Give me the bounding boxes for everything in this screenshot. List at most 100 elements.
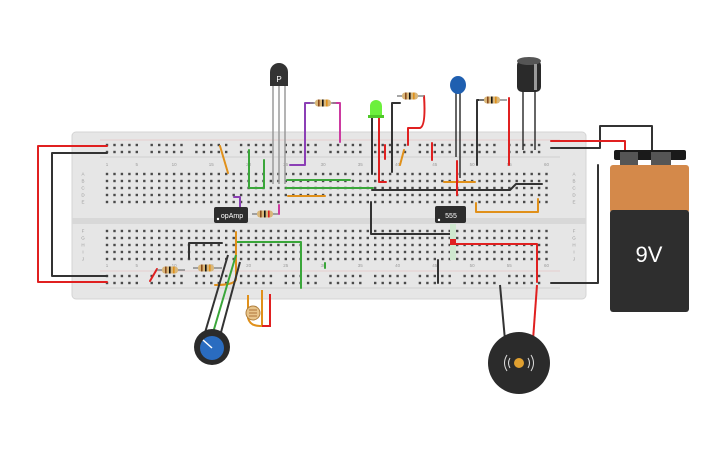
column-number: 5 [136,263,139,268]
wire-left-red[interactable] [37,145,108,283]
timer-pin1-dot [437,218,441,222]
row-letter: I [573,250,574,255]
wire-red-speaker[interactable] [453,243,538,283]
column-number: 1 [106,263,109,268]
row-letter: J [82,257,84,262]
opamp-body [214,207,248,223]
resistor-bottom-2[interactable] [193,264,222,272]
breadboard-holes [100,139,560,289]
wire-black-long[interactable] [371,183,543,191]
battery-9v[interactable]: 9V [610,150,689,312]
column-number: 35 [358,162,364,167]
row-letter: G [81,236,85,241]
column-number: 40 [395,263,401,268]
column-number: 40 [395,162,401,167]
row-letter: I [82,250,83,255]
column-number: 25 [283,263,289,268]
battery-body [610,210,689,312]
wire-orange-5[interactable] [475,198,539,213]
row-letter: C [81,186,85,191]
column-number: 45 [432,162,438,167]
timer-body [435,206,466,223]
column-number: 60 [544,162,550,167]
opamp-chip[interactable]: opAmp [214,207,248,223]
resistor-top-left[interactable] [310,99,336,107]
column-number: 35 [358,263,364,268]
wire-orange-3[interactable] [399,149,405,166]
transistor-body [270,63,288,86]
row-letter: G [572,236,576,241]
row-letter: C [572,186,576,191]
column-number: 20 [246,263,252,268]
row-letter: B [572,179,575,184]
wire-red-top[interactable] [407,95,426,146]
ceramic-capacitor[interactable] [450,76,466,178]
row-letter: J [573,257,575,262]
column-number: 30 [321,162,327,167]
timer-label: 555 [445,213,457,220]
wire-black-3[interactable] [391,102,401,173]
wire-black-555[interactable] [370,201,451,235]
battery-top-band [610,165,689,213]
row-letter: A [81,172,84,177]
row-letter: E [572,200,575,205]
battery-terminal-negative [620,152,638,166]
battery-label: 9V [636,242,663,267]
resistor-opamp[interactable] [252,210,278,218]
resistor-top-mid[interactable] [397,92,424,100]
timer-555-chip[interactable]: 555 [435,206,466,260]
wire-battery-black[interactable] [550,125,653,151]
wire-left-black[interactable] [51,152,108,277]
resistor-bottom-1[interactable] [157,266,185,274]
wire-led-red[interactable] [378,117,387,183]
row-letter: F [82,229,85,234]
piezo-buzzer[interactable] [488,284,550,394]
wire-orange-1[interactable] [219,145,229,174]
battery-terminal-positive [651,152,671,166]
column-number: 10 [172,263,178,268]
transistor-pnp[interactable]: P [270,63,288,184]
column-number: 30 [321,263,327,268]
wire-battery-return[interactable] [550,164,599,284]
opamp-pin1-dot [216,217,220,221]
breadboard-center-channel [72,218,586,224]
photoresistor[interactable] [245,290,271,327]
column-number: 10 [172,162,178,167]
row-letter: F [573,229,576,234]
row-letter: B [81,179,84,184]
sound-waves-icon [504,354,534,372]
transistor-label: P [276,75,281,84]
column-number: 15 [209,162,215,167]
wire-black-opamp[interactable] [188,242,223,259]
column-number: 50 [470,162,476,167]
row-letter: E [81,200,84,205]
row-letter: H [81,243,84,248]
wire-green-bottom[interactable] [236,241,302,289]
column-number: 60 [544,263,550,268]
row-letter: H [572,243,575,248]
resistor-top-right[interactable] [479,96,507,104]
buzzer-center [514,358,524,368]
pot-knob-indicator [202,339,213,349]
column-number: 25 [283,162,289,167]
potentiometer[interactable] [194,254,241,365]
wire-red-bottom-left[interactable] [149,268,158,282]
column-number: 45 [432,263,438,268]
led-green[interactable] [368,100,384,118]
row-letter: D [572,193,576,198]
column-number: 5 [136,162,139,167]
row-letter: A [572,172,575,177]
wire-green-1[interactable] [248,149,265,189]
wire-purple-2[interactable] [289,102,314,166]
wires [37,95,653,289]
timer-selected-pin[interactable] [450,239,456,245]
column-number: 50 [470,263,476,268]
column-number: 55 [507,263,513,268]
wire-battery-red[interactable] [550,140,626,151]
breadboard-column-numbers: 1155101015152020252530303535404045455050… [106,162,550,268]
wire-purple-1[interactable] [233,196,241,209]
electrolytic-capacitor[interactable] [517,57,541,150]
